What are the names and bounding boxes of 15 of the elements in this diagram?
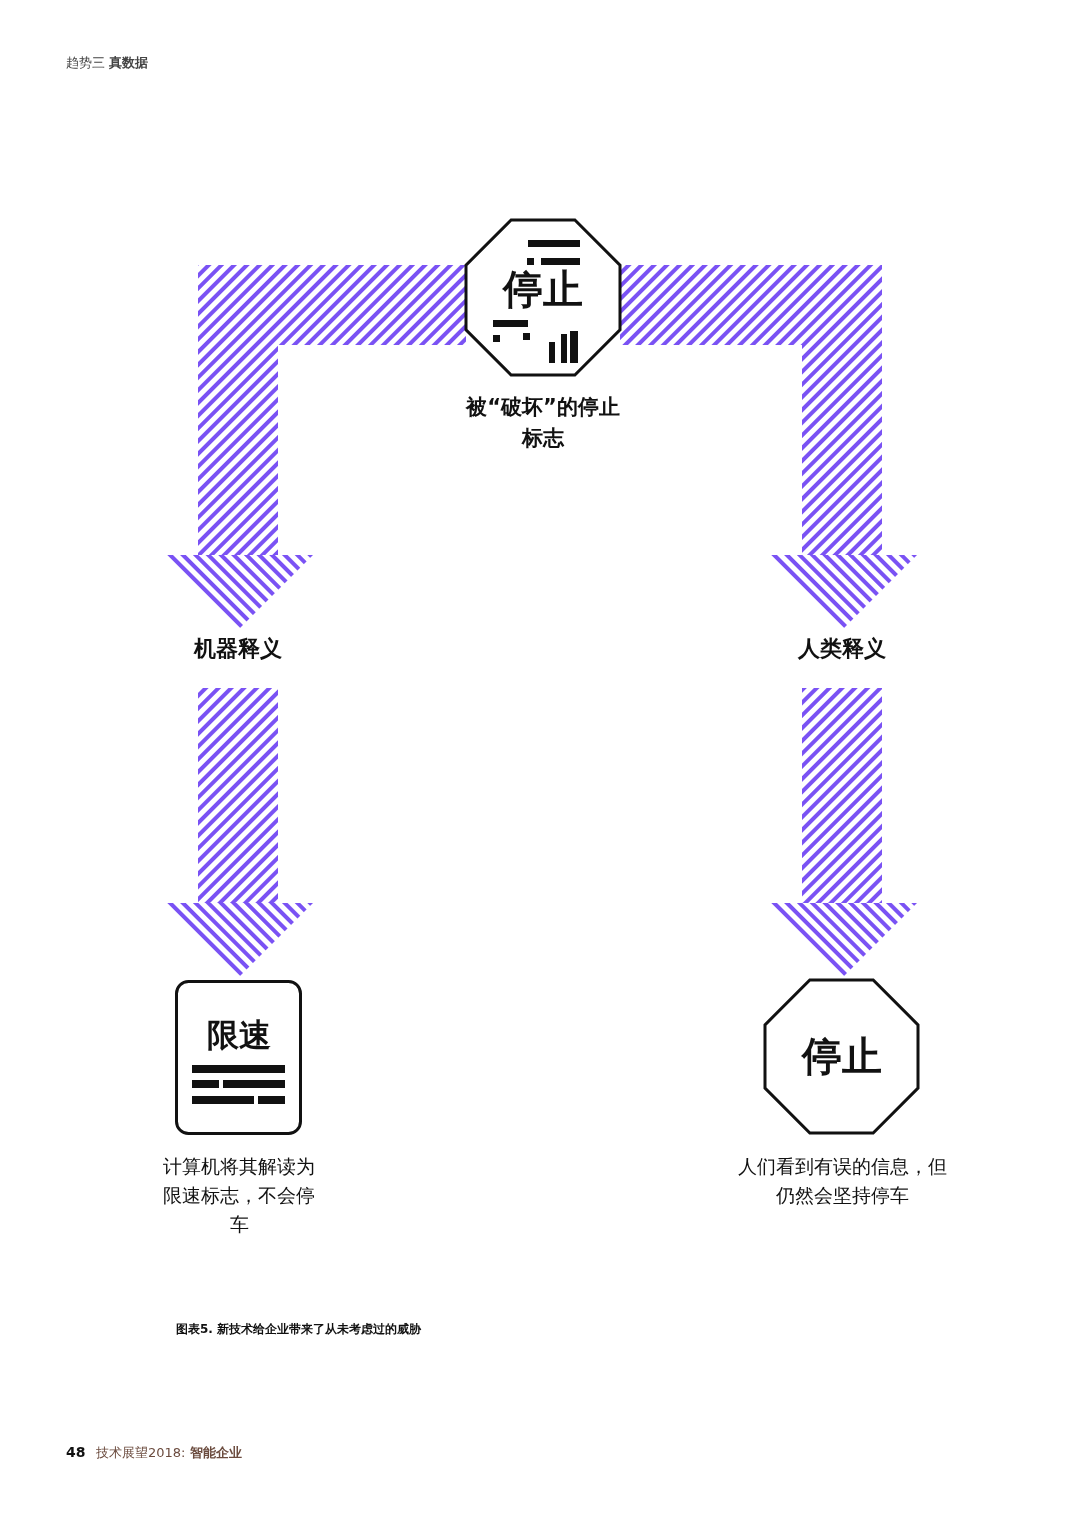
sign-text: 限速 [206, 1014, 271, 1056]
vandalized-stop-sign [466, 220, 620, 375]
section-header: 趋势三 真数据 [66, 54, 149, 72]
interpretation-label: 人类释义 [784, 632, 900, 666]
speed-limit-sign [175, 980, 302, 1135]
page-number: 48 [66, 1444, 86, 1460]
sign-text: 停止 [503, 265, 583, 314]
sign-text: 停止 [801, 1032, 882, 1081]
sign-caption: 人们看到有误的信息，但仍然会坚持停车 [736, 1154, 948, 1208]
sign-caption: 计算机将其解读为限速标志，不会停车 [162, 1154, 316, 1237]
stop-sign [765, 980, 918, 1133]
interpretation-label: 机器释义 [180, 632, 296, 666]
figure-caption: 图表5. 新技术给企业带来了从未考虑过的威胁 [176, 1321, 422, 1338]
sign-caption: 被“破坏”的停止标志 [466, 394, 620, 452]
publication-footer: 技术展望2018: 智能企业 [96, 1444, 242, 1462]
